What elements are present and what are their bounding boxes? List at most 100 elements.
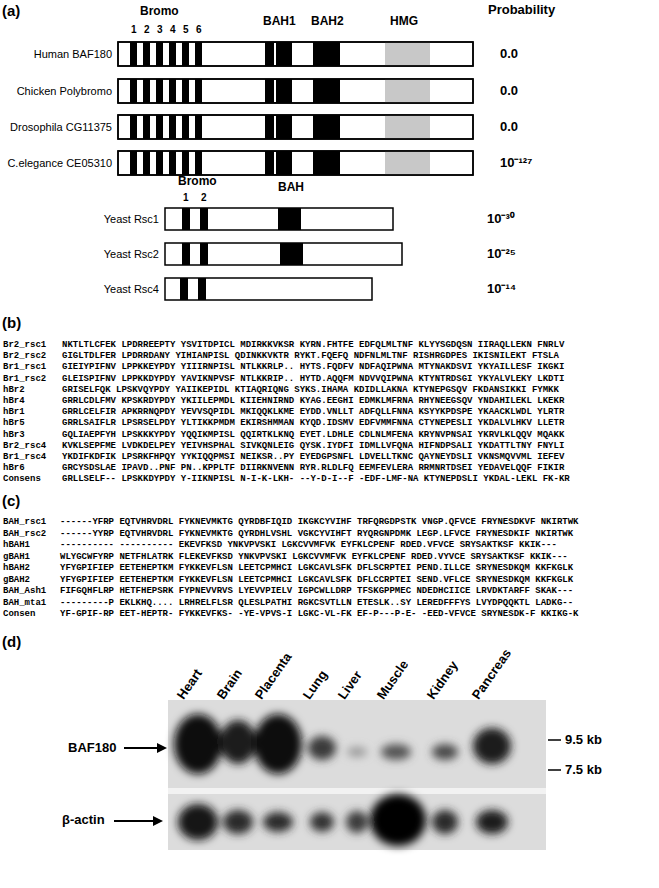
sequence-row: GQLIAEPFYH LPSKKKYPDY YQQIKMPISL QQIRTKL… [62, 430, 564, 441]
probability-value: 10⁻¹⁴ [487, 278, 516, 300]
sequence-row: NKTLTLCFEK LPDRREEPTY YSVITDPICL MDIRKKV… [62, 340, 564, 351]
sequence-row: GRRLCELFIR APKRRNQPDY YEVVSQPIDL MKIQQKL… [62, 407, 564, 418]
protein-name: Yeast Rsc4 [4, 278, 159, 300]
column-heading: Probability [488, 2, 555, 17]
probability-value: 10⁻¹²⁷ [500, 151, 532, 175]
size-markers [548, 740, 561, 770]
sequence-row: YFYGPIFIEP EETEHEPTKM FYKKEVFLSN LEETCPM… [60, 563, 573, 574]
lane-label: Pancreas [469, 646, 514, 702]
domain-number: 2 [201, 192, 207, 203]
sequence-row: GRCYSDSLAE IPAVD..PNF PN..KPPLTF DIIRKNV… [62, 463, 564, 474]
domain-bars [118, 42, 473, 300]
protein-name: Yeast Rsc2 [4, 243, 159, 265]
sequence-name: BAH_Ash1 [3, 586, 46, 597]
protein-name: Drosophila CG11375 [4, 115, 112, 139]
domain-label: Bromo [140, 4, 179, 18]
protein-name: Yeast Rsc1 [4, 208, 159, 230]
lane-label: Lung [300, 667, 331, 702]
sequence-name: hBr5 [3, 418, 25, 429]
panel-letter: (d) [2, 633, 21, 650]
sequence-name: BAH_mta1 [3, 598, 46, 609]
domain-number: 3 [157, 24, 163, 35]
sequence-name: gBAH1 [3, 552, 30, 563]
sequence-name: Br1_rsc4 [3, 452, 46, 463]
protein-bar [118, 151, 473, 175]
protein-bar [165, 243, 402, 265]
sequence-name: hBr4 [3, 396, 25, 407]
sequence-name: BAH_rsc1 [3, 517, 46, 528]
sequence-name: hBr1 [3, 407, 25, 418]
sequence-row: YFYGPIFIEP EETEHEPTKM FYKKEVFLSN LEETCPM… [60, 575, 573, 586]
sequence-name: Consen [3, 609, 35, 620]
blot-label: β-actin [62, 812, 105, 827]
probability-value: 0.0 [500, 79, 518, 103]
panel-letter: (b) [2, 314, 21, 331]
protein-bar [165, 208, 393, 230]
domain-label: BAH [278, 180, 304, 194]
protein-name: Human BAF180 [4, 42, 112, 66]
lane-label: Kidney [424, 658, 461, 702]
protein-bar [118, 42, 473, 66]
blot-film [168, 700, 546, 850]
size-marker: 9.5 kb [565, 732, 602, 747]
sequence-row: GIEIYPIFNV LPPKKEYPDY YIIIRNPISL NTLKKRL… [62, 362, 564, 373]
lane-label: Placenta [252, 650, 295, 702]
sequence-name: Br1_rsc2 [3, 374, 46, 385]
probability-value: 0.0 [500, 115, 518, 139]
protein-row: Chicken Polybromo 0.0 [0, 79, 659, 103]
protein-row: C.elegance CE05310 10⁻¹²⁷ [0, 151, 659, 175]
domain-label: HMG [390, 14, 418, 28]
sequence-name: BAH_rsc2 [3, 529, 46, 540]
domain-label: BAH2 [311, 14, 344, 28]
protein-name: C.elegance CE05310 [4, 151, 112, 175]
panel-letter: (a) [2, 2, 20, 19]
domain-number: 4 [170, 24, 176, 35]
lane-label: Liver [335, 668, 365, 702]
protein-bar [118, 115, 473, 139]
protein-row: Yeast Rsc4 10⁻¹⁴ [0, 278, 659, 300]
sequence-name: hBr2 [3, 385, 25, 396]
sequence-row: YF-GPIF-RP EET-HEPTR- FYKKEVFKS- -YE-VPV… [60, 609, 578, 620]
sequence-name: Consens [3, 474, 41, 485]
probability-value: 0.0 [500, 42, 518, 66]
domain-label: BAH1 [263, 14, 296, 28]
blot-gap [168, 788, 546, 794]
sequence-row: ---------- ---------- EKEVFKSD YNKVPVSKI… [60, 540, 557, 551]
sequence-row: WLYGCWFYRP NETFHLATRK FLEKEVFKSD YNKVPVS… [60, 552, 568, 563]
sequence-name: hBAH2 [3, 563, 30, 574]
size-marker: 7.5 kb [565, 762, 602, 777]
protein-name: Chicken Polybromo [4, 79, 112, 103]
sequence-row: GRISELFQK LPSKVQYPDY YAIIKEPIDL KTIAQRIQ… [62, 385, 559, 396]
sequence-row: KVKLSEPFME LVDKDELPEY YEIVHSPHAL SIVKQNL… [62, 441, 564, 452]
lane-label: Heart [174, 666, 205, 702]
lane-label: Brain [214, 666, 245, 702]
sequence-name: Br2_rsc1 [3, 340, 46, 351]
domain-number: 1 [131, 24, 137, 35]
sequence-name: hBAH1 [3, 540, 30, 551]
northern-blot [114, 700, 561, 850]
arrow-head [153, 816, 163, 826]
domain-number: 5 [183, 24, 189, 35]
protein-row: Human BAF180 0.0 [0, 42, 659, 66]
sequence-row: ------YFRP EQTVHRVDRL FYKNEVMKTG QYRDBFI… [60, 517, 578, 528]
domain-number: 1 [183, 192, 189, 203]
probability-value: 10⁻²⁵ [487, 243, 516, 265]
probability-value: 10⁻³⁰ [487, 208, 515, 230]
protein-row: Yeast Rsc1 10⁻³⁰ [0, 208, 659, 230]
domain-label: Bromo [178, 174, 217, 188]
sequence-row: ------YYRP EQTVHRVDRL FYKNEVMKTG QYRDHLV… [60, 529, 573, 540]
arrow-head [157, 743, 167, 753]
sequence-row: GRRLCDLFMV KPSKRDYPDY YKIILEPMDL KIIEHNI… [62, 396, 564, 407]
sequence-row: FIFGQHFLRP HETFHEPSRK FYPNEVVRVS LYEVVPI… [60, 586, 573, 597]
sequence-row: GRLLSELF-- LPSKKDYPDY Y-IIKNPISL N-I-K-L… [62, 474, 570, 485]
blot-bands [174, 714, 511, 846]
sequence-name: hBr3 [3, 430, 25, 441]
sequence-row: GLEISPIFNV LPPKKDYPDY YAVIKNPVSF NTLKKRI… [62, 374, 564, 385]
blot-label: BAF180 [68, 740, 116, 755]
protein-bar [165, 278, 372, 300]
protein-bar [118, 79, 473, 103]
panel-letter: (c) [2, 492, 20, 509]
sequence-name: Br2_rsc2 [3, 351, 46, 362]
protein-row: Drosophila CG11375 0.0 [0, 115, 659, 139]
